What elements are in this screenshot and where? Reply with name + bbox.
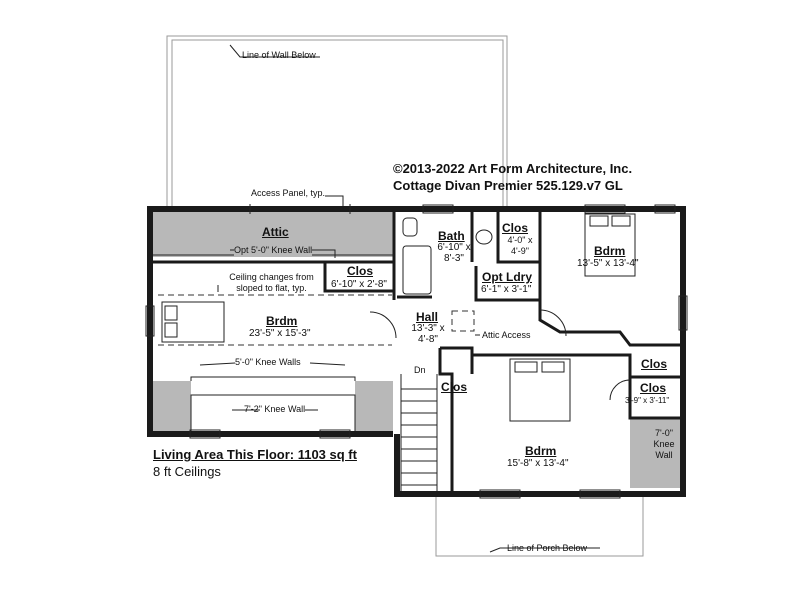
leader-lines [199, 44, 600, 553]
attic-access-hatch [451, 310, 475, 332]
room-bedroom-left-label: Brdm [266, 314, 298, 328]
copyright-line2: Cottage Divan Premier 525.129.v7 GL [393, 178, 623, 193]
note-ceiling-change-text: Ceiling changes from sloped to flat, typ… [229, 272, 314, 293]
room-clos-top-dims-text: 4'-0" x 4'-9" [507, 235, 533, 256]
wall-bedroom-right [538, 262, 680, 347]
note-access-panel: Access Panel, typ. [251, 188, 326, 198]
note-knee-wall-opt: Opt 5'-0" Knee Wall [234, 245, 313, 256]
room-hall-dims: 13'-3" x 4'-8" [410, 323, 446, 345]
note-knee-wall-7-0-text: 7'-0" Knee Wall [653, 428, 675, 460]
bed-right [584, 213, 636, 277]
note-attic-access: Attic Access [482, 330, 531, 340]
note-ceiling-change: Ceiling changes from sloped to flat, typ… [224, 272, 319, 294]
room-clos-right-top-label: Clos [641, 357, 668, 371]
room-hall-label: Hall [416, 310, 439, 324]
wall-below-outline-inner [171, 39, 504, 206]
bathtub [402, 245, 432, 295]
room-bedroom-bottom-label: Bdrm [525, 444, 557, 458]
room-clos-right-dims: 3'-9" x 3'-11" [625, 396, 670, 405]
room-clos-left-label: Clos [347, 264, 374, 278]
stair-treads [401, 388, 437, 486]
living-area-summary: Living Area This Floor: 1103 sq ft [153, 447, 357, 462]
ceiling-height-summary: 8 ft Ceilings [153, 464, 221, 479]
room-clos-center-label: Clos [441, 380, 468, 394]
door-swing-bed-right [539, 309, 567, 337]
windows [145, 204, 688, 499]
wall-laundry [474, 212, 542, 302]
door-swing-clos [609, 379, 631, 401]
wall-hall-lower [438, 348, 454, 491]
note-dn: Dn [414, 365, 426, 375]
room-bath-dims-text: 6'-10" x 8'-3" [437, 242, 471, 264]
exterior-wall-main [394, 206, 686, 497]
room-clos-left-dims: 6'-10" x 2'-8" [331, 279, 387, 290]
room-bedroom-left-dims: 23'-5" x 15'-3" [249, 328, 311, 339]
note-knee-walls-5: 5'-0" Knee Walls [235, 357, 301, 367]
note-knee-wall-7-0: 7'-0" Knee Wall [648, 428, 680, 461]
sink [475, 229, 493, 245]
bed-left [161, 301, 225, 343]
room-clos-right-label: Clos [640, 381, 667, 395]
porch-below-outline [435, 495, 644, 557]
wall-below-outline [166, 35, 508, 206]
note-porch-below: Line of Porch Below [507, 543, 588, 553]
access-panel-markers [249, 204, 351, 214]
exterior-wall-left-wing [147, 206, 397, 437]
room-opt-laundry-dims: 6'-1" x 3'-1" [481, 284, 532, 295]
room-bedroom-bottom-dims: 15'-8" x 13'-4" [507, 458, 569, 469]
room-hall-dims-text: 13'-3" x 4'-8" [411, 323, 445, 345]
copyright-block: ©2013-2022 Art Form Architecture, Inc. C… [393, 160, 632, 194]
room-clos-top-label: Clos [502, 221, 529, 235]
door-swing-hall [369, 311, 397, 339]
room-bath-label: Bath [438, 229, 465, 243]
note-knee-wall-7-2: 7'-2" Knee Wall [244, 404, 306, 414]
wall-clos-center [440, 346, 474, 374]
room-clos-top-dims: 4'-0" x 4'-9" [504, 235, 536, 257]
knee-area-right [355, 381, 393, 431]
knee-wall-5ft [190, 376, 356, 381]
wall-clos-left [323, 262, 394, 293]
wall-clos-right [628, 377, 680, 420]
room-attic-label: Attic [262, 225, 289, 239]
knee-wall-7ft [190, 394, 356, 431]
toilet [402, 217, 418, 237]
copyright-line1: ©2013-2022 Art Form Architecture, Inc. [393, 161, 633, 176]
bed-bottom [509, 358, 571, 422]
wall-bedroom-bottom-top [472, 353, 680, 379]
room-opt-laundry-label: Opt Ldry [482, 270, 532, 284]
room-bedroom-right-label: Bdrm [594, 244, 626, 258]
room-bath-dims: 6'-10" x 8'-3" [436, 242, 472, 264]
note-wall-below: Line of Wall Below [242, 50, 316, 60]
knee-area-left [153, 381, 191, 431]
room-bedroom-right-dims: 13'-5" x 13'-4" [577, 258, 639, 269]
